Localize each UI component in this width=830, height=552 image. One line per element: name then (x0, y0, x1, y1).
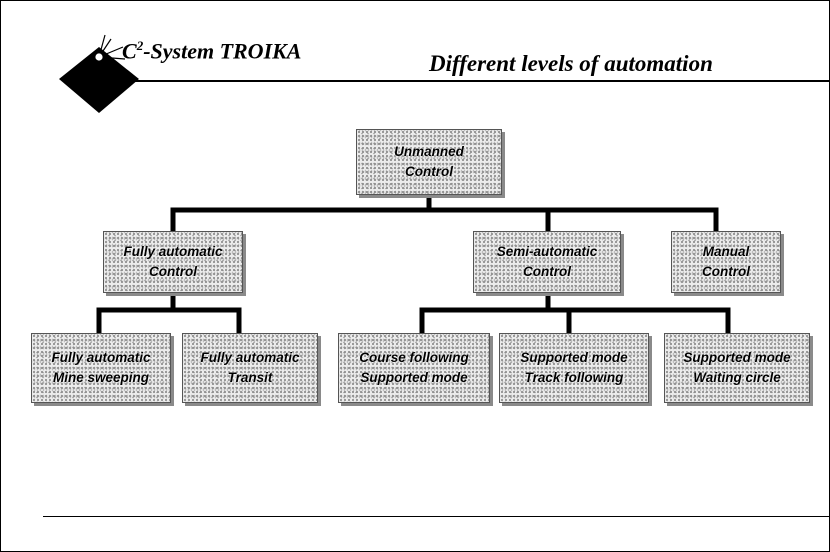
slide-subtitle: Different levels of automation (429, 51, 713, 76)
header-divider (113, 80, 829, 82)
system-title: C2-System TROIKA (122, 38, 302, 64)
diamond-logo-icon (59, 34, 139, 113)
footer-divider (43, 516, 829, 517)
